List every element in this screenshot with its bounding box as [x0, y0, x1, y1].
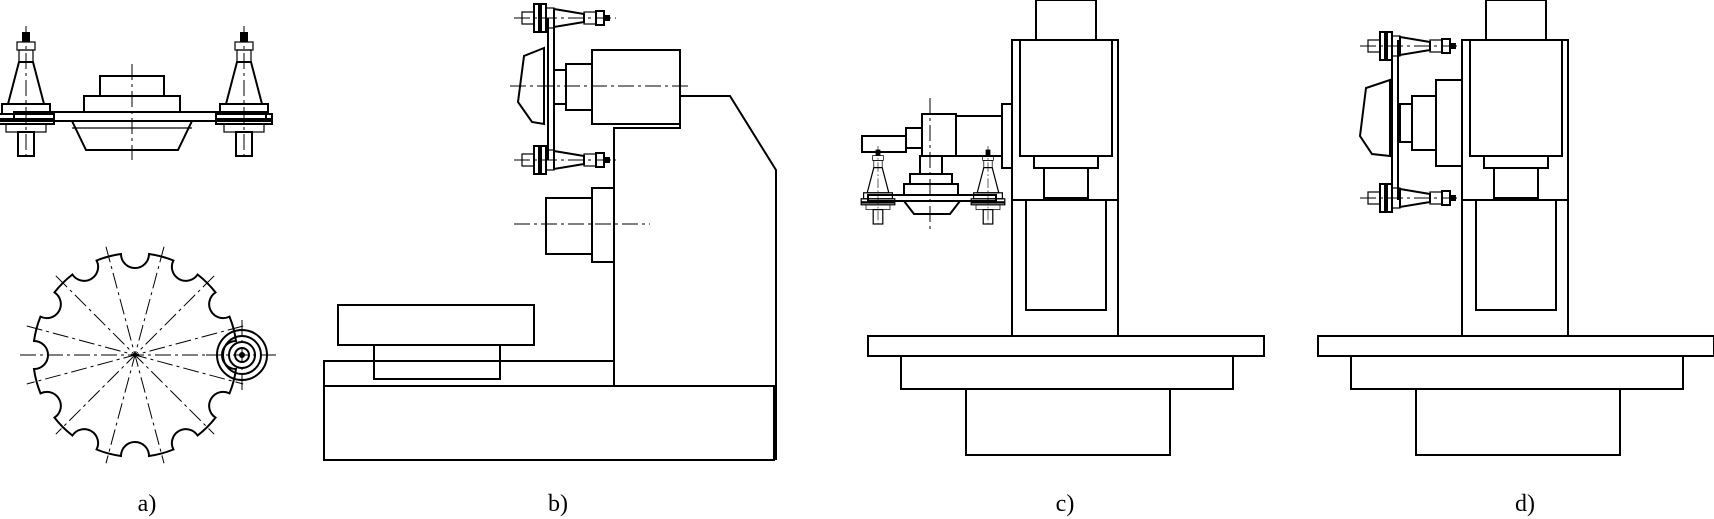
panel-b-label: b)	[548, 491, 568, 517]
panel-a-tool-rings	[206, 320, 280, 392]
panel-b-column	[613, 95, 777, 460]
panel-a-disc-centerlines	[20, 246, 244, 464]
panel-a-disc-outline	[32, 252, 238, 458]
panel-b-drawing: b)	[323, 3, 777, 517]
panel-a-drawing: a)	[0, 25, 280, 517]
panel-d-headstock	[1461, 39, 1569, 201]
panel-b-bed	[323, 385, 775, 461]
panel-c-table	[867, 335, 1265, 357]
panel-c-drawing: c)	[860, 0, 1265, 517]
panel-d-table	[1317, 335, 1714, 357]
panel-d-label: d)	[1515, 491, 1535, 517]
panel-c-headstock	[1011, 39, 1119, 201]
panel-a-magazine-plan	[20, 246, 280, 464]
panel-c-label: c)	[1056, 491, 1075, 517]
panel-b-worktable	[337, 304, 535, 346]
panel-d-drawing: d)	[1317, 0, 1714, 517]
panel-a-magazine-elevation	[0, 25, 273, 160]
panel-a-label: a)	[138, 491, 157, 517]
